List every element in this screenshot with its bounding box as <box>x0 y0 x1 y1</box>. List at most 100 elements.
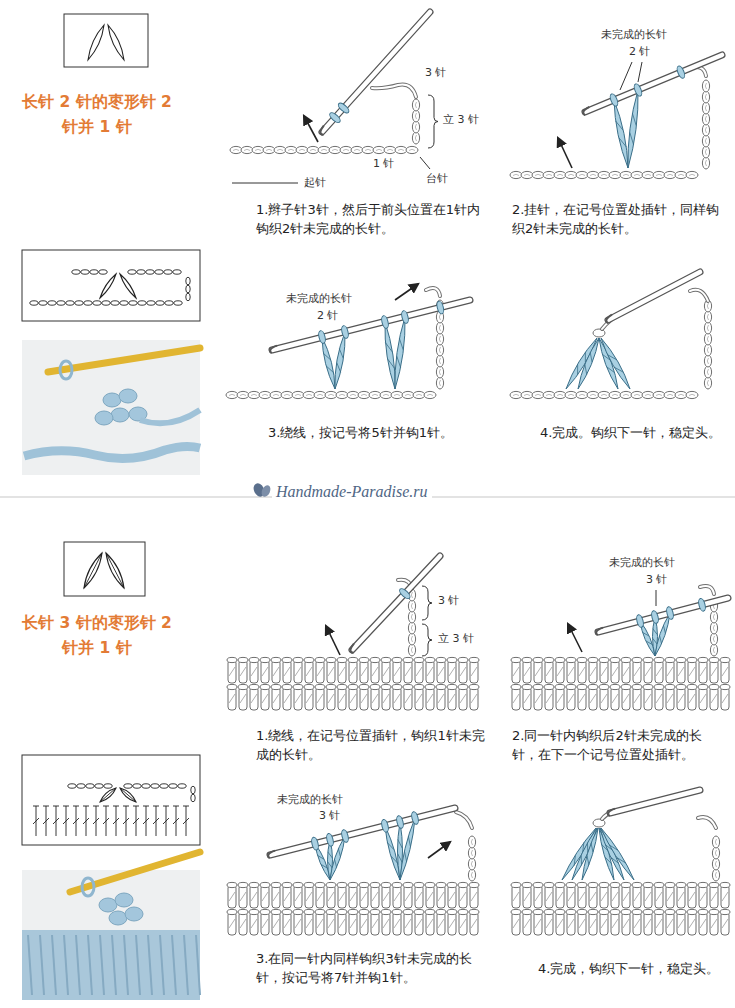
double-crochet-post <box>261 912 269 935</box>
post-twist <box>328 892 334 901</box>
stitch-top <box>249 909 259 914</box>
stitch-count-label: 3 针 <box>318 809 342 823</box>
hook-outline <box>610 790 700 813</box>
post-twist <box>667 919 673 928</box>
chain-strand <box>707 314 708 320</box>
stitch-top <box>577 684 587 689</box>
stitch-twist <box>587 856 589 865</box>
post-twist <box>601 667 607 676</box>
hook-shaft <box>610 790 700 813</box>
bobble-symbol-strand <box>84 553 102 588</box>
stitch-count-label: 立 3 针 <box>437 632 475 646</box>
stitch-top <box>425 882 435 887</box>
post-twist <box>689 667 695 676</box>
photo-fabric-texture <box>40 935 44 995</box>
chain-stitch <box>263 146 275 153</box>
post-twist <box>295 892 301 901</box>
photo-fabric-texture <box>172 935 176 995</box>
hook-tip <box>268 851 275 859</box>
post-twist <box>449 667 455 676</box>
post-twist <box>590 892 596 901</box>
loop-on-hook <box>317 330 326 344</box>
chain-stitch <box>408 611 415 623</box>
post-twist <box>361 919 367 928</box>
post-twist <box>449 694 455 703</box>
yarn <box>690 290 708 301</box>
post-twist <box>394 667 400 676</box>
chain-stitch <box>576 391 588 398</box>
chain-strand <box>255 149 261 150</box>
post-twist <box>372 694 378 703</box>
chain-stitch <box>402 391 414 398</box>
chain-strand <box>439 314 440 320</box>
chain-strand <box>634 394 640 395</box>
post-twist <box>579 892 585 901</box>
chain-stitch <box>554 171 566 178</box>
chain-stitch <box>702 91 709 103</box>
stitch-top <box>566 684 576 689</box>
post-twist <box>656 892 662 901</box>
chain-strand <box>707 358 708 364</box>
stitch-top <box>436 684 446 689</box>
chain-strand <box>656 394 662 395</box>
chain-stitch <box>318 146 330 153</box>
chain-stitch <box>510 171 522 178</box>
post-twist <box>711 667 717 676</box>
symbol-box <box>64 542 145 596</box>
photo-fabric-texture <box>28 935 32 995</box>
loop-on-hook <box>380 315 389 329</box>
chain-stitch <box>712 858 719 870</box>
stitch-top <box>260 657 270 662</box>
stitch-top <box>533 882 543 887</box>
post-twist <box>612 919 618 928</box>
chain-strand <box>411 603 412 609</box>
post-twist <box>623 892 629 901</box>
post-twist <box>557 667 563 676</box>
double-crochet-post <box>589 912 597 935</box>
stitch-twist <box>574 855 575 865</box>
post-twist <box>612 694 618 703</box>
loop-on-hook <box>410 811 419 825</box>
post-twist <box>372 919 378 928</box>
post-twist <box>251 667 257 676</box>
stitch-top <box>632 684 642 689</box>
bobble-symbol-strand <box>120 788 136 802</box>
chain-stitch <box>609 391 621 398</box>
stitch-twist <box>630 133 634 145</box>
photo-fabric-texture <box>148 935 152 995</box>
post-twist <box>568 694 574 703</box>
chain-stitch <box>436 366 443 378</box>
chain-symbol <box>81 270 89 274</box>
stitch-top <box>621 657 631 662</box>
stitch-top <box>282 684 292 689</box>
bobble-symbol-strand <box>106 553 124 588</box>
loop-on-hook <box>635 614 644 628</box>
stitch-top <box>709 909 719 914</box>
photo-yarn-loop <box>60 361 72 379</box>
double-crochet-post <box>666 687 674 710</box>
stitch-twist <box>609 845 618 850</box>
stitch-twist <box>328 862 333 868</box>
double-crochet-post <box>415 885 423 908</box>
chain-strand <box>707 303 708 309</box>
stitch-twist <box>653 638 658 644</box>
double-crochet-post <box>600 885 608 908</box>
double-crochet-post <box>448 912 456 935</box>
chain-stitch <box>554 391 566 398</box>
double-crochet-post <box>239 687 247 710</box>
photo-fabric-texture <box>136 935 140 995</box>
chain-stitch <box>642 171 654 178</box>
chain-stitch <box>702 102 709 114</box>
post-twist <box>438 667 444 676</box>
stitch-twist <box>642 632 648 635</box>
double-crochet-symbol <box>53 806 59 836</box>
stitch-top <box>293 657 303 662</box>
loop-on-hook <box>380 819 389 833</box>
post-twist <box>350 892 356 901</box>
double-crochet-post <box>600 660 608 683</box>
chain-symbol <box>57 301 65 305</box>
stitch-twist <box>398 839 403 848</box>
double-crochet-symbol <box>93 806 99 836</box>
chain-strand <box>715 872 716 878</box>
chain-symbol <box>104 784 112 788</box>
